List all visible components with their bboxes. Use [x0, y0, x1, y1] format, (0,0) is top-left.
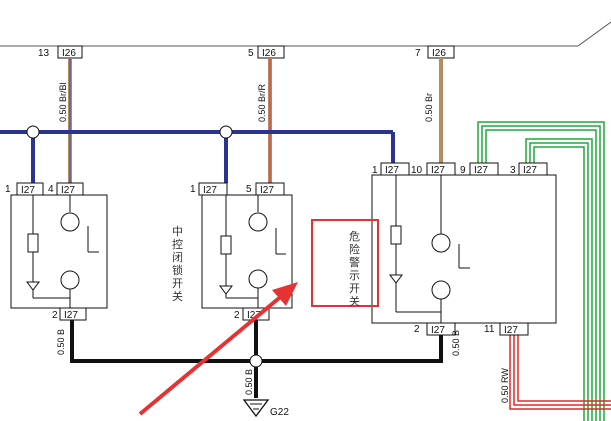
- pin-number: 5: [248, 48, 254, 59]
- pin-number: 7: [415, 48, 421, 59]
- wire-label: 0.50 B: [56, 329, 66, 355]
- label-char: 警: [349, 255, 360, 269]
- pin-number: 11: [484, 324, 495, 335]
- connector-label: I26: [262, 48, 276, 59]
- label-char: 关: [172, 289, 183, 303]
- wire-label: 0.50 Br/R: [257, 83, 267, 122]
- ground-label: G22: [270, 407, 289, 418]
- switch-hazard: 1 I27 10 I27 9 I27 3 I27 2 I27 11 I27: [371, 162, 557, 336]
- pin-number: 1: [372, 165, 378, 176]
- connector-label: I27: [64, 310, 78, 321]
- connector-label: I27: [21, 185, 35, 196]
- label-char: 中: [172, 225, 183, 238]
- label-char: 险: [349, 242, 360, 256]
- label-char: 锁: [172, 263, 183, 277]
- label-char: 闭: [172, 251, 183, 264]
- pin-number: 1: [190, 184, 196, 195]
- wire-label: 0.50 RW: [500, 368, 510, 403]
- blue-bus: [0, 125, 395, 183]
- central-lock-switch-label: 中 控 闭 锁 开 关: [172, 225, 183, 303]
- top-connector-5: 5 I26: [248, 45, 285, 59]
- wire-rw: [509, 335, 611, 410]
- pin-number: 2: [414, 324, 420, 335]
- connector-label: I27: [431, 165, 445, 176]
- pin-number: 10: [411, 165, 423, 176]
- connector-label: I27: [247, 310, 261, 321]
- connector-label: I27: [385, 165, 399, 176]
- connector-label: I27: [504, 325, 518, 336]
- connector-label: I27: [260, 185, 274, 196]
- label-char: 开: [349, 282, 360, 295]
- green-wires: [477, 121, 605, 421]
- connector-label: I27: [61, 185, 75, 196]
- pin-number: 1: [5, 184, 11, 195]
- connector-label: I26: [62, 48, 76, 59]
- pin-number: 2: [234, 310, 240, 321]
- switch-central-lock: 1 I27 5 I27 2 I27: [190, 182, 293, 321]
- annotation-arrow: [138, 282, 298, 416]
- top-connector-7: 7 I26: [415, 45, 455, 59]
- wire-label: 0.50 Br/Bl: [58, 82, 68, 122]
- wire-label: 0.50 B: [244, 369, 254, 395]
- hazard-switch-label: 危 险 警 示 开 关: [349, 230, 360, 308]
- label-char: 示: [349, 269, 360, 282]
- harness-outline: [0, 21, 611, 47]
- label-char: 控: [172, 237, 183, 251]
- label-char: 关: [349, 294, 360, 308]
- pin-number: 2: [52, 310, 58, 321]
- pin-number: 5: [246, 184, 252, 195]
- connector-label: I27: [431, 325, 445, 336]
- pin-number: 4: [48, 184, 54, 195]
- pin-number: 9: [460, 165, 466, 176]
- connector-label: I27: [203, 185, 217, 196]
- pin-number: 13: [38, 48, 50, 59]
- wire-label: 0.50 Br: [424, 93, 434, 122]
- pin-number: 3: [510, 165, 516, 176]
- ground-junction: [249, 354, 263, 368]
- connector-label: I27: [474, 165, 488, 176]
- hazard-switch-highlight: [311, 219, 379, 307]
- top-connector-13: 13 I26: [38, 45, 83, 59]
- ground-symbol: [242, 399, 270, 418]
- connector-label: I27: [523, 165, 537, 176]
- switch-left: 1 I27 4 I27 2 I27: [5, 182, 108, 321]
- label-char: 危: [349, 230, 360, 243]
- label-char: 开: [172, 277, 183, 290]
- wire-label: 0.50 B: [451, 330, 461, 356]
- connector-label: I26: [432, 48, 446, 59]
